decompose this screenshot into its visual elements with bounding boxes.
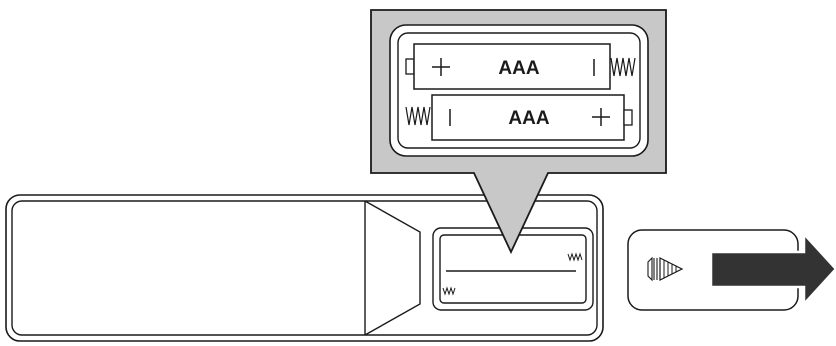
- battery-terminal-icon: [405, 58, 415, 75]
- arrow-right-icon: [709, 230, 836, 308]
- battery-terminal-icon: [623, 109, 633, 126]
- spring-icon: [405, 106, 431, 126]
- battery-body: [431, 94, 625, 141]
- battery-top: AAA: [405, 43, 636, 90]
- battery-label: AAA: [508, 108, 549, 129]
- spring-icon: [442, 286, 456, 296]
- remote-inner-outline: [11, 200, 598, 336]
- callout-panel-inner: [397, 32, 641, 149]
- spring-icon: [610, 57, 636, 77]
- battery-bottom: AAA: [405, 94, 633, 141]
- slide-direction-icon: [647, 256, 684, 282]
- remote-taper-line-right: [364, 200, 421, 336]
- spring-icon: [567, 252, 583, 262]
- battery-label: AAA: [498, 58, 539, 79]
